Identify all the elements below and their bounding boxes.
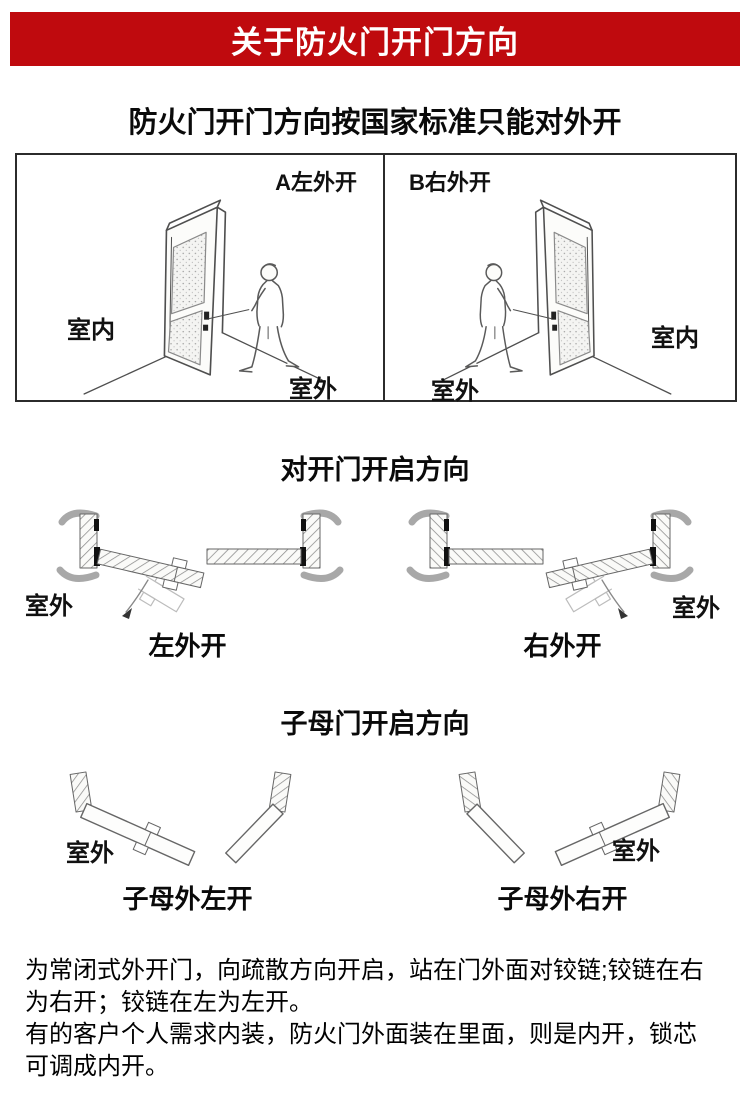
double-left-outdoor-label: 室外 [25,593,73,620]
double-door-diagram-row: 室外 左外开 室外 右外开 [0,500,750,675]
mc-left-outdoor-label: 室外 [66,840,114,867]
mc-right-outdoor-label: 室外 [612,838,660,865]
panel-a-left-outward: A左外开 室内 室外 [17,155,385,403]
plan-left-outward-illustration [56,509,344,619]
door-direction-diagram-box: A左外开 室内 室外 B右外开 室内 室外 [15,153,737,405]
double-right-caption: 右外开 [523,631,602,661]
door-open-left-illustration [83,199,323,395]
page-title: 关于防火门开门方向 [231,24,519,60]
panel-a-label: A左外开 [275,170,357,195]
standard-subtitle: 防火门开门方向按国家标准只能对外开 [128,107,622,139]
mother-child-left-diagram: 室外 子母外左开 [0,765,375,925]
mc-left-caption: 子母外左开 [122,884,253,914]
panel-b-outdoor-label: 室外 [431,378,479,405]
mc-right-caption: 子母外右开 [497,884,628,914]
double-door-left-diagram: 室外 左外开 [0,500,375,675]
page-title-banner: 关于防火门开门方向 [10,12,740,66]
mother-child-section-title: 子母门开启方向 [280,709,470,739]
mother-child-right-diagram: 室外 子母外右开 [375,765,750,925]
panel-b-indoor-label: 室内 [651,325,699,352]
footnote-paragraph-1: 为常闭式外开门，向疏散方向开启，站在门外面对铰链;铰链在右为右开；铰链在左为左开… [25,957,704,1016]
footnote-paragraph-2: 有的客户个人需求内装，防火门外面装在里面，则是内开，锁芯可调成内开。 [25,1021,697,1080]
panel-a-indoor-label: 室内 [67,317,115,344]
mother-child-diagram-row: 室外 子母外左开 室外 子母外右开 [0,765,750,925]
footnote-text-block: 为常闭式外开门，向疏散方向开启，站在门外面对铰链;铰链在右为右开；铰链在左为左开… [25,955,717,1083]
panel-b-right-outward: B右外开 室内 室外 [385,155,735,405]
panel-b-label: B右外开 [409,170,491,195]
mc-left-outward-illustration [69,771,292,867]
double-door-section-title: 对开门开启方向 [280,455,470,485]
double-left-caption: 左外开 [148,631,227,661]
double-right-outdoor-label: 室外 [672,595,720,622]
panel-a-outdoor-label: 室外 [289,376,337,403]
double-door-right-diagram: 室外 右外开 [375,500,750,675]
